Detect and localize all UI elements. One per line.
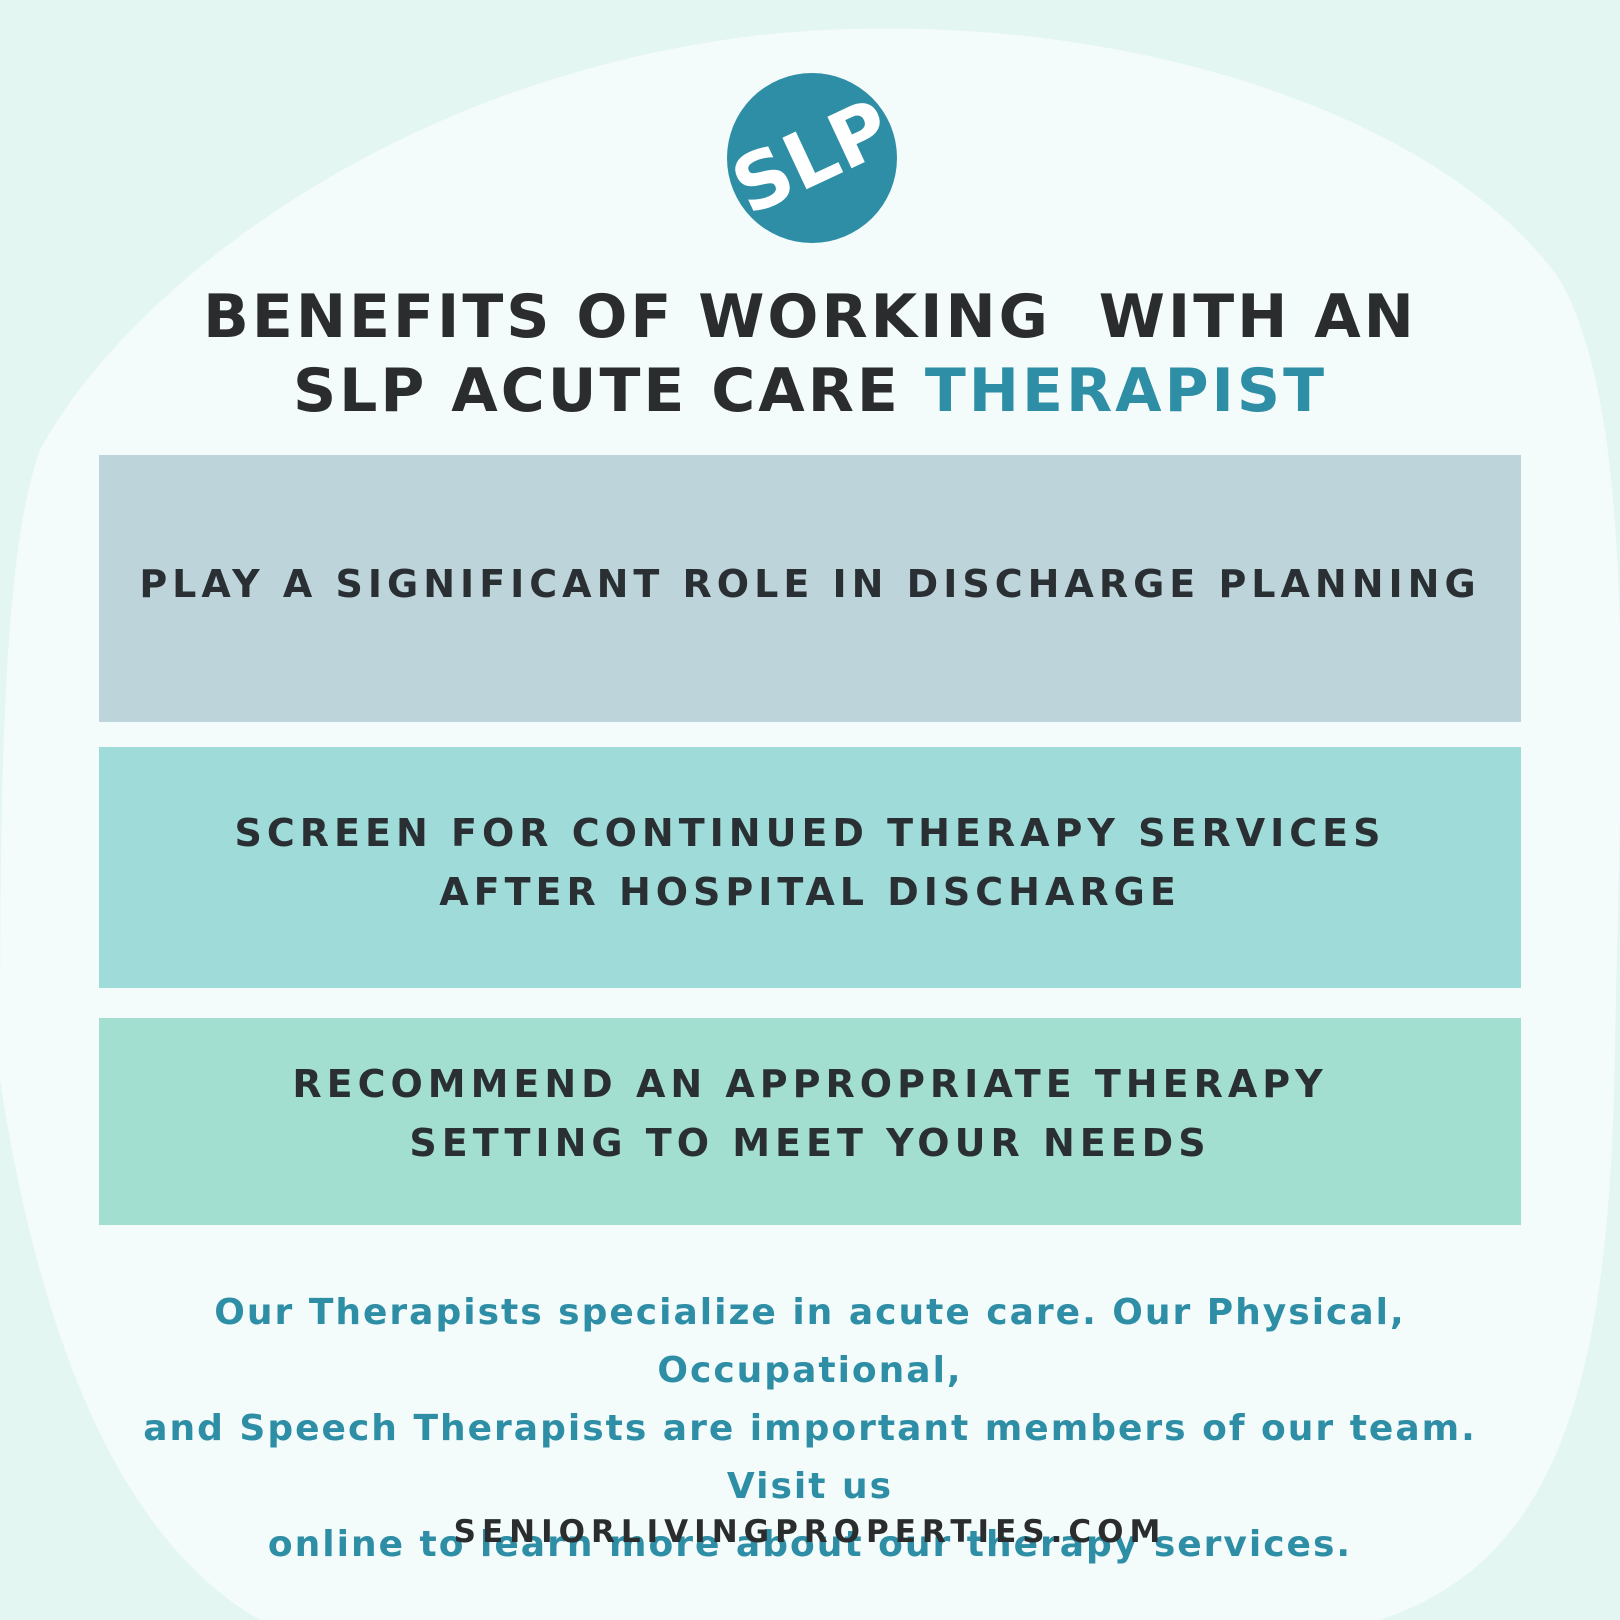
benefit-line: AFTER HOSPITAL DISCHARGE	[439, 869, 1181, 914]
benefit-text: RECOMMEND AN APPROPRIATE THERAPY SETTING…	[292, 1055, 1327, 1173]
website-url: SENIORLIVINGPROPERTIES.COM	[453, 1514, 1167, 1550]
headline-line-1: BENEFITS OF WORKING WITH AN	[203, 282, 1417, 352]
benefit-line: PLAY A SIGNIFICANT ROLE IN DISCHARGE PLA…	[139, 562, 1481, 606]
headline-line-2: SLP ACUTE CARE THERAPIST	[0, 354, 1620, 428]
benefit-line: SCREEN FOR CONTINUED THERAPY SERVICES	[234, 810, 1386, 855]
benefit-text: SCREEN FOR CONTINUED THERAPY SERVICES AF…	[235, 804, 1386, 922]
description-paragraph: Our Therapists specialize in acute care.…	[110, 1284, 1510, 1574]
description-line: online to learn more about our therapy s…	[267, 1524, 1353, 1565]
headline-line-2-text: SLP ACUTE CARE	[292, 356, 901, 426]
benefit-line: RECOMMEND AN APPROPRIATE THERAPY	[292, 1061, 1328, 1106]
benefit-text: PLAY A SIGNIFICANT ROLE IN DISCHARGE PLA…	[139, 555, 1480, 614]
benefit-card-discharge-planning: PLAY A SIGNIFICANT ROLE IN DISCHARGE PLA…	[99, 455, 1521, 722]
benefit-card-continued-therapy: SCREEN FOR CONTINUED THERAPY SERVICES AF…	[99, 747, 1521, 988]
description-line: Our Therapists specialize in acute care.…	[214, 1292, 1406, 1391]
slp-logo: SLP	[726, 73, 898, 243]
headline-accent-word: THERAPIST	[924, 356, 1328, 426]
headline: BENEFITS OF WORKING WITH AN SLP ACUTE CA…	[0, 280, 1620, 428]
description-line: and Speech Therapists are important memb…	[143, 1408, 1477, 1507]
benefit-line: SETTING TO MEET YOUR NEEDS	[409, 1120, 1211, 1165]
benefit-card-therapy-setting: RECOMMEND AN APPROPRIATE THERAPY SETTING…	[99, 1018, 1521, 1225]
